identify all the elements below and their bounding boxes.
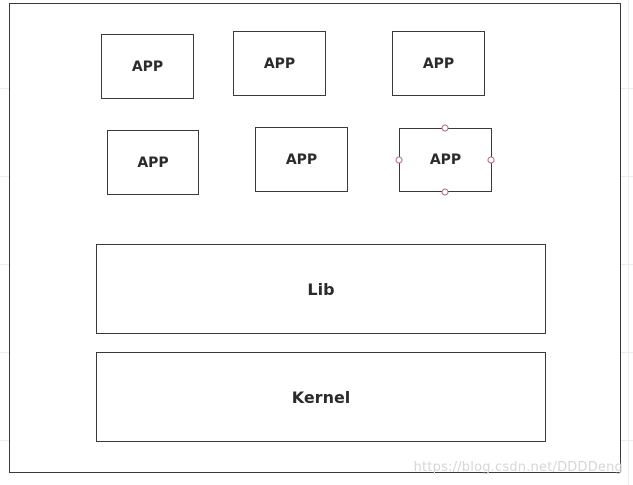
selection-handle-left[interactable] (395, 156, 403, 164)
gridline (628, 0, 629, 485)
app-box[interactable]: APP (101, 34, 194, 99)
lib-label: Lib (307, 279, 335, 299)
watermark-text: https://blog.csdn.net/DDDDeng (413, 460, 623, 475)
app-label: APP (285, 151, 318, 168)
app-box[interactable]: APP (107, 130, 199, 195)
kernel-layer-box[interactable]: Kernel (96, 352, 546, 442)
lib-layer-box[interactable]: Lib (96, 244, 546, 334)
selection-handle-top[interactable] (441, 124, 449, 132)
selection-handle-right[interactable] (487, 156, 495, 164)
app-box[interactable]: APP (255, 127, 348, 192)
selection-handle-bottom[interactable] (441, 188, 449, 196)
app-label: APP (422, 55, 455, 72)
app-box-selected[interactable]: APP (399, 128, 492, 192)
kernel-label: Kernel (291, 387, 351, 407)
app-label: APP (131, 58, 164, 75)
app-label: APP (429, 152, 462, 168)
app-box[interactable]: APP (392, 31, 485, 96)
app-box[interactable]: APP (233, 31, 326, 96)
app-label: APP (137, 154, 169, 171)
app-label: APP (263, 55, 296, 72)
